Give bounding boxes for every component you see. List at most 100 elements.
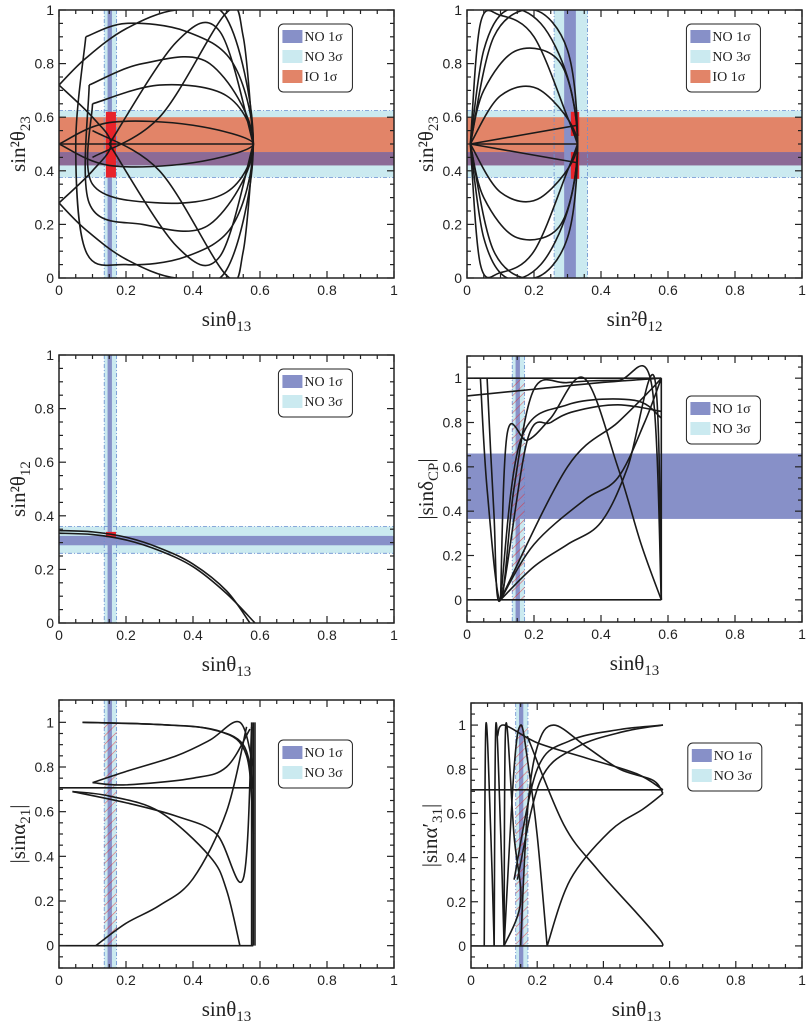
- legend-swatch: [282, 30, 303, 43]
- model-curve: [469, 143, 579, 278]
- x-tick-label: 0.6: [250, 972, 270, 988]
- y-tick-label: 0.8: [35, 56, 55, 72]
- x-tick-label: 1: [798, 282, 806, 298]
- legend-label: NO 1σ: [304, 30, 343, 45]
- x-tick-label: 0.4: [183, 627, 203, 643]
- y-tick-label: 0.2: [443, 548, 463, 564]
- x-tick-label: 0.2: [116, 627, 136, 643]
- x-tick-label: 0: [467, 972, 475, 988]
- model-curve: [503, 722, 522, 947]
- model-curve: [84, 56, 255, 232]
- plot-area: [59, 10, 394, 278]
- plot-area: [467, 356, 802, 622]
- x-tick-label: 0.8: [725, 626, 745, 642]
- legend-label: NO 3σ: [712, 50, 751, 65]
- y-tick-label: 0.6: [447, 805, 467, 821]
- model-curve: [469, 10, 579, 145]
- plot-area: [59, 355, 394, 623]
- x-tick-label: 0: [463, 626, 471, 642]
- y-tick-label: 0.8: [443, 415, 463, 431]
- best-fit-region: [570, 111, 580, 136]
- hatched-region: [104, 722, 117, 946]
- x-tick-label: 1: [390, 972, 398, 988]
- axis-title: sinθ13: [610, 651, 660, 679]
- x-tick-label: 0.8: [317, 282, 337, 298]
- x-tick-label: 0.2: [527, 972, 547, 988]
- x-tick-label: 0.6: [660, 972, 680, 988]
- x-tick-label: 0.4: [183, 972, 203, 988]
- x-tick-label: 0: [55, 972, 63, 988]
- y-tick-label: 1: [46, 347, 54, 363]
- y-tick-label: 0.8: [35, 759, 55, 775]
- x-tick-label: 0.2: [116, 282, 136, 298]
- legend-label: NO 1σ: [304, 375, 343, 390]
- x-tick-label: 1: [390, 282, 398, 298]
- model-curve: [95, 726, 248, 947]
- model-curve: [470, 124, 578, 145]
- model-curve: [503, 724, 548, 946]
- band-io-1sigma-h: [467, 117, 802, 153]
- model-curve: [72, 726, 253, 883]
- y-tick-label: 0: [46, 938, 54, 954]
- x-tick-label: 1: [798, 626, 806, 642]
- axis-title: |sinδCP|: [414, 458, 442, 519]
- legend-label: NO 1σ: [714, 749, 753, 764]
- legend-label: NO 1σ: [712, 402, 751, 417]
- y-tick-label: 0.8: [35, 401, 55, 417]
- model-curve: [72, 790, 241, 946]
- model-curve: [513, 724, 664, 880]
- y-tick-label: 0.4: [35, 163, 55, 179]
- x-tick-label: 0.8: [317, 627, 337, 643]
- plot-area: [467, 10, 802, 278]
- legend-label: NO 3σ: [714, 769, 753, 784]
- legend: NO 1σ NO 3σ: [687, 742, 763, 792]
- legend: NO 1σ NO 3σ: [277, 368, 353, 418]
- y-tick-label: 1: [454, 2, 462, 18]
- x-tick-label: 0.8: [725, 282, 745, 298]
- plot-area: [59, 700, 256, 968]
- axis-title: sin²θ12: [607, 307, 663, 335]
- y-tick-label: 0.2: [35, 216, 55, 232]
- legend-swatch: [690, 30, 711, 43]
- x-tick-label: 0.8: [317, 972, 337, 988]
- model-curve: [499, 373, 663, 601]
- legend-label: NO 3σ: [712, 422, 751, 437]
- axis-title: sinθ13: [612, 997, 662, 1025]
- model-curve: [467, 377, 662, 397]
- x-tick-label: 1: [798, 972, 806, 988]
- model-curve: [92, 728, 251, 786]
- axis-title: sin²θ23: [6, 116, 34, 172]
- x-tick-label: 0.4: [591, 282, 611, 298]
- x-tick-label: 0.4: [183, 282, 203, 298]
- legend-swatch: [282, 375, 303, 388]
- y-tick-label: 0.6: [35, 804, 55, 820]
- y-tick-label: 0.2: [447, 894, 467, 910]
- y-tick-label: 0.4: [443, 163, 463, 179]
- x-tick-label: 0: [55, 627, 63, 643]
- legend-label: NO 1σ: [712, 30, 751, 45]
- axis-title: sin²θ12: [6, 461, 34, 517]
- model-curve: [108, 21, 255, 145]
- model-curve: [499, 377, 662, 601]
- legend-swatch: [690, 50, 711, 63]
- y-tick-label: 0.4: [35, 508, 55, 524]
- y-tick-label: 0.6: [443, 109, 463, 125]
- y-tick-label: 0.4: [35, 848, 55, 864]
- y-tick-label: 0.6: [443, 459, 463, 475]
- band-no-1sigma-v: [107, 355, 112, 623]
- x-tick-label: 0.2: [524, 282, 544, 298]
- model-curve: [516, 724, 664, 880]
- y-tick-label: 0: [46, 615, 54, 631]
- band-no-1sigma-h: [59, 535, 394, 546]
- legend-swatch: [282, 50, 303, 63]
- y-tick-label: 0.6: [35, 454, 55, 470]
- y-tick-label: 1: [46, 2, 54, 18]
- y-tick-label: 0.2: [35, 561, 55, 577]
- axis-title: sinθ13: [202, 997, 252, 1025]
- legend-label: NO 3σ: [304, 395, 343, 410]
- x-tick-label: 0.2: [116, 972, 136, 988]
